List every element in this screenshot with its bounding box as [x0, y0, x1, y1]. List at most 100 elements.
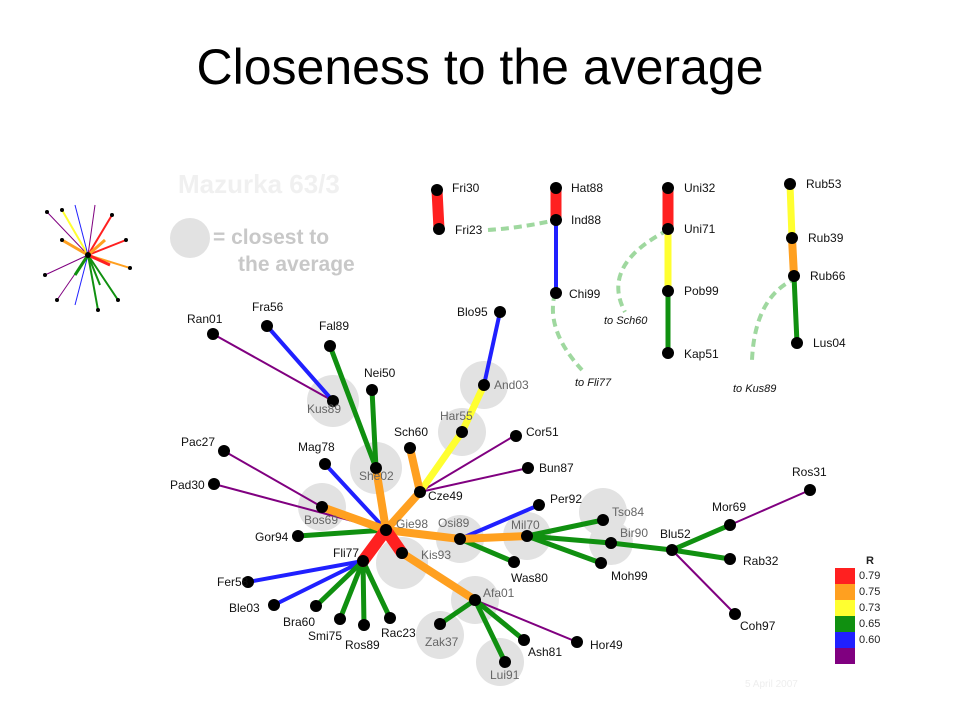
label-nei50: Nei50: [364, 366, 396, 380]
label-smi75: Smi75: [308, 629, 342, 643]
label-rab32: Rab32: [743, 554, 779, 568]
halo-kis93: [376, 537, 428, 589]
edges: [212, 180, 811, 665]
label-rub39: Rub39: [808, 231, 844, 245]
label-pac27: Pac27: [181, 435, 215, 449]
legend-swatch-3: [835, 616, 855, 632]
label-moh99: Moh99: [611, 569, 648, 583]
edge-rub39-rub66: [788, 234, 798, 280]
label-ind88: Ind88: [571, 213, 601, 227]
node-kus89: [327, 395, 339, 407]
edge-rub53-rub39: [786, 180, 796, 242]
node-gie98: [380, 524, 392, 536]
link-uni71-sch60: [616, 228, 669, 313]
node-ind88: [550, 214, 562, 226]
edge-mil70-moh99: [524, 533, 604, 566]
edge-gor94-gie98: [295, 527, 389, 539]
label-ble03: Ble03: [229, 601, 260, 615]
closest-marker-key: [170, 218, 210, 258]
node-ble03: [268, 599, 280, 611]
edge-afa01-lui91: [472, 597, 508, 665]
node-kap51: [662, 347, 674, 359]
node-rab32: [724, 553, 736, 565]
halo-zak37: [416, 611, 464, 659]
node-pob99: [662, 285, 674, 297]
node-smi75: [334, 613, 346, 625]
edge-mil70-bir90: [524, 533, 614, 546]
node-cor51: [510, 430, 522, 442]
legend-value-0: 0.79: [859, 570, 880, 582]
label-blu52: Blu52: [660, 527, 691, 541]
node-fli77: [357, 555, 369, 567]
label-fra56: Fra56: [252, 300, 284, 314]
edge-mag78-gie98: [323, 462, 388, 532]
label-per92: Per92: [550, 492, 582, 506]
label-cze49: Cze49: [428, 489, 463, 503]
date-stamp: 5 April 2007: [745, 679, 798, 690]
node-zak37: [434, 618, 446, 630]
node-ros31: [804, 484, 816, 496]
node-moh99: [595, 557, 607, 569]
node-mag78: [319, 458, 331, 470]
node-hat88: [550, 182, 562, 194]
edge-osi89-mil70: [456, 532, 531, 543]
node-ros89: [358, 619, 370, 631]
edge-fli77-smi75: [337, 558, 366, 622]
label-afa01: Afa01: [483, 586, 515, 600]
node-pad30: [208, 478, 220, 490]
label-pad30: Pad30: [170, 478, 205, 492]
edge-kis93-afa01: [398, 549, 479, 604]
edge-blu52-rab32: [669, 547, 733, 562]
color-legend: R 0.790.750.730.650.60: [835, 555, 880, 664]
label-uni32: Uni32: [684, 181, 716, 195]
node-bir90: [605, 537, 617, 549]
edge-fra56-kus89: [265, 324, 335, 403]
node-cze49: [414, 486, 426, 498]
edge-fli77-ros89: [360, 558, 367, 628]
edge-osi89-per92: [458, 503, 541, 541]
node-chi99: [550, 287, 562, 299]
edge-fli77-rac23: [360, 558, 393, 621]
edge-ran01-kus89: [212, 333, 334, 402]
label-mil70: Mil70: [511, 518, 540, 532]
edge-gie98-osi89: [382, 526, 464, 543]
node-hor49: [571, 636, 583, 648]
node-bos69: [316, 501, 328, 513]
node-fal89: [324, 340, 336, 352]
label-cor51: Cor51: [526, 425, 559, 439]
node-lui91: [499, 656, 511, 668]
node-bun87: [522, 462, 534, 474]
legend-value-4: 0.60: [859, 634, 880, 646]
label-fri23: Fri23: [455, 223, 483, 237]
label-hat88: Hat88: [571, 181, 603, 195]
legend-value-3: 0.65: [859, 618, 880, 630]
label-was80: Was80: [511, 571, 548, 585]
edge-fli77-ble03: [272, 559, 365, 607]
legend-swatch-4: [835, 632, 855, 648]
label-blo95: Blo95: [457, 305, 488, 319]
label-lus04: Lus04: [813, 336, 846, 350]
label-fer58: Fer58: [217, 575, 249, 589]
note-to-kus89: to Kus89: [733, 383, 776, 395]
node-bra60: [310, 600, 322, 612]
legend-value-1: 0.75: [859, 586, 880, 598]
label-bos69: Bos69: [304, 513, 338, 527]
label-hor49: Hor49: [590, 638, 623, 652]
legend-swatch-2: [835, 600, 855, 616]
node-rub39: [786, 232, 798, 244]
edge-pac27-bos69: [223, 450, 323, 508]
label-ros89: Ros89: [345, 638, 380, 652]
label-fal89: Fal89: [319, 319, 349, 333]
node-nei50: [366, 384, 378, 396]
label-lui91: Lui91: [490, 668, 520, 682]
edge-afa01-ash81: [472, 597, 527, 643]
node-sch60: [404, 442, 416, 454]
node-fra56: [261, 320, 273, 332]
node-mor69: [724, 519, 736, 531]
label-bun87: Bun87: [539, 461, 574, 475]
edge-blu52-mor69: [669, 522, 733, 553]
edge-har55-cze49: [416, 428, 466, 496]
node-ran01: [207, 328, 219, 340]
legend-value-2: 0.73: [859, 602, 880, 614]
